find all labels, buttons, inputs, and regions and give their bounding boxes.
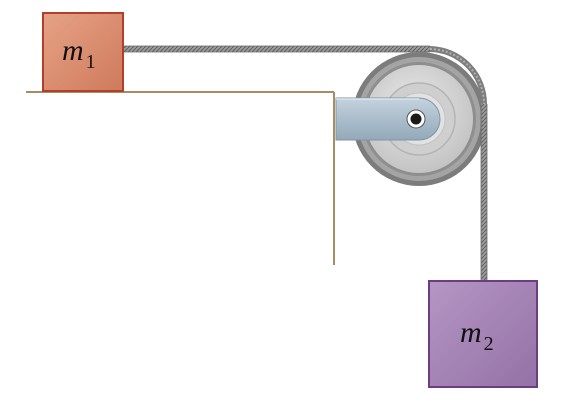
pulley-bracket [335,97,441,141]
table-edge [26,91,335,265]
rope-wrap [429,46,487,105]
rope-horizontal [124,45,430,53]
pulley-axle [406,109,426,129]
rope-vertical [480,104,488,281]
